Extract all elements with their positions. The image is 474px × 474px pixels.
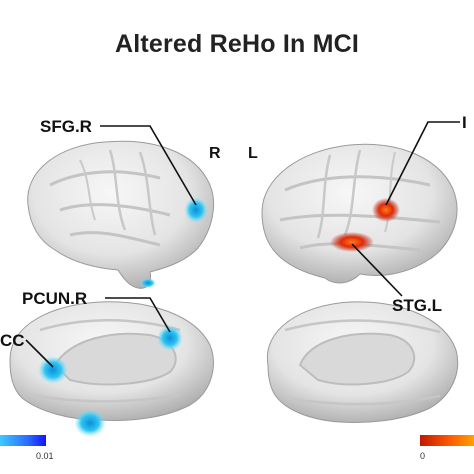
blue-colorbar-tick: 0.01 [36, 451, 54, 461]
stg-l-cluster [330, 232, 374, 252]
right-hemisphere-lateral [27, 140, 215, 289]
label-pcc: CC [0, 331, 25, 350]
label-sfg-r: SFG.R [40, 117, 92, 136]
insula-leader [385, 121, 460, 206]
pcc-cluster [38, 356, 68, 384]
pcun-r-leader [105, 297, 171, 333]
pcun-r-cluster [157, 325, 183, 351]
sfg-r-leader [100, 125, 197, 206]
left-hemisphere-lateral [261, 143, 458, 284]
hemisphere-right-label: R [209, 145, 221, 162]
stg-l-leader [351, 243, 403, 297]
insula-cluster [372, 198, 400, 222]
label-pcun-r: PCUN.R [22, 289, 88, 308]
figure-title: Altered ReHo In MCI [114, 30, 360, 58]
pcc-leader [25, 339, 54, 368]
cerebellar-cluster [74, 409, 106, 437]
left-hemisphere-medial [266, 301, 459, 423]
leader-lines [25, 121, 460, 368]
sfg-r-cluster [184, 197, 208, 223]
temporal-pole-cluster [140, 278, 156, 288]
blue-colorbar [0, 435, 46, 446]
hemisphere-left-label: L [248, 145, 258, 162]
label-stg-l: STG.L [392, 296, 443, 315]
label-left-top-region: I [462, 113, 467, 132]
red-colorbar [420, 435, 474, 446]
red-colorbar-tick: 0 [420, 451, 426, 461]
right-hemisphere-medial [9, 301, 214, 437]
